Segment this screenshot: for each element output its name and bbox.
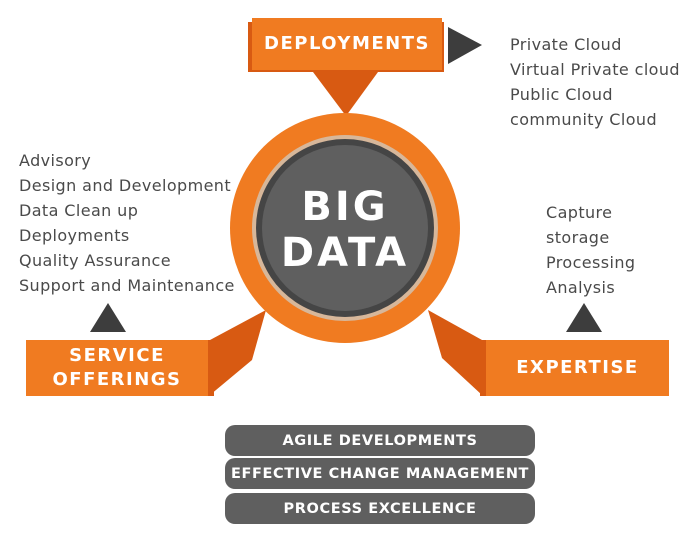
deployments-title: DEPLOYMENTS bbox=[264, 33, 430, 54]
expertise-box-shade bbox=[480, 340, 486, 396]
effective-change-management-bar: EFFECTIVE CHANGE MANAGEMENT bbox=[225, 458, 535, 489]
list-item: Design and Development bbox=[19, 176, 232, 195]
deployments-connector bbox=[313, 72, 378, 116]
list-item: storage bbox=[546, 228, 610, 247]
right-triangle-icon bbox=[448, 27, 482, 64]
list-item: Support and Maintenance bbox=[19, 276, 235, 295]
expertise-box bbox=[480, 340, 669, 396]
list-item: Analysis bbox=[546, 278, 616, 297]
list-item: Advisory bbox=[19, 151, 92, 170]
service-offerings-title: SERVICE OFFERINGS bbox=[26, 340, 208, 396]
service-offerings-box-shade bbox=[208, 340, 214, 396]
list-item: Data Clean up bbox=[19, 201, 139, 220]
service-offerings-connector bbox=[210, 310, 266, 395]
expertise-connector bbox=[428, 310, 482, 395]
expertise-title: EXPERTISE bbox=[516, 357, 639, 378]
process-excellence-bar: PROCESS EXCELLENCE bbox=[225, 493, 535, 524]
center-title: BIG DATA bbox=[260, 184, 430, 276]
list-item: Quality Assurance bbox=[19, 251, 171, 270]
list-item: community Cloud bbox=[510, 110, 658, 129]
agile-developments-bar: AGILE DEVELOPMENTS bbox=[225, 425, 535, 456]
list-item: Virtual Private cloud bbox=[510, 60, 680, 79]
up-triangle-icon bbox=[90, 303, 126, 332]
center-line-2: DATA bbox=[280, 230, 410, 276]
list-item: Private Cloud bbox=[510, 35, 622, 54]
service-offerings-title-line-2: OFFERINGS bbox=[52, 369, 182, 390]
expertise-list: Capture storage Processing Analysis bbox=[546, 200, 635, 300]
deployments-box bbox=[252, 18, 442, 70]
service-offerings-list: Advisory Design and Development Data Cle… bbox=[19, 148, 235, 298]
list-item: Processing bbox=[546, 253, 636, 272]
list-item: Public Cloud bbox=[510, 85, 613, 104]
list-item: Capture bbox=[546, 203, 613, 222]
service-offerings-box bbox=[26, 340, 212, 396]
list-item: Deployments bbox=[19, 226, 130, 245]
service-offerings-title-line-1: SERVICE bbox=[69, 345, 165, 366]
center-core bbox=[262, 145, 428, 311]
center-line-1: BIG bbox=[301, 184, 389, 230]
deployments-list: Private Cloud Virtual Private cloud Publ… bbox=[510, 32, 680, 132]
up-triangle-icon bbox=[566, 303, 602, 332]
